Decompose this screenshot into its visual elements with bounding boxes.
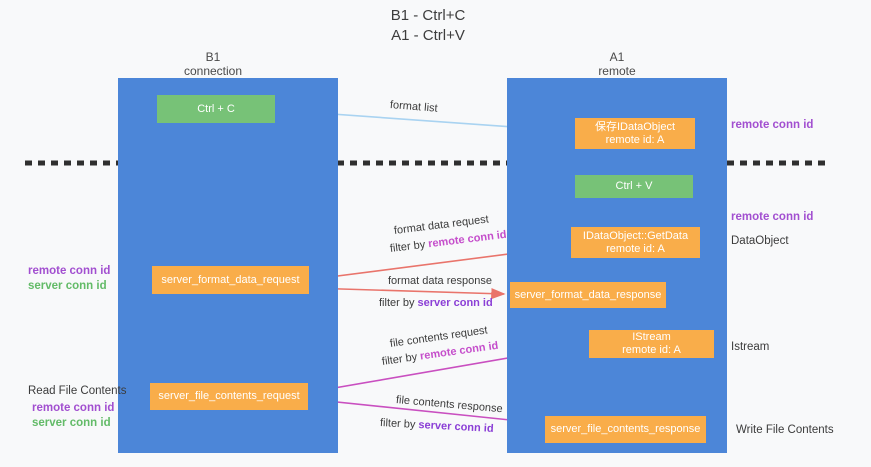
idataobject-getdata-box: IDataObject::GetData remote id: A bbox=[571, 227, 700, 258]
server-file-contents-request-label: server_file_contents_request bbox=[158, 390, 300, 402]
left-server-conn-id-label-2: server conn id bbox=[32, 417, 111, 429]
filter-by-text-1: filter by bbox=[389, 238, 429, 255]
left-server-conn-id-label-1: server conn id bbox=[28, 280, 107, 292]
server-format-data-request-box: server_format_data_request bbox=[152, 266, 309, 294]
istream-side-label: Istream bbox=[731, 341, 770, 353]
server-file-contents-response-label: server_file_contents_response bbox=[550, 423, 701, 435]
dataobject-label: DataObject bbox=[731, 235, 789, 247]
server-format-data-response-label: server_format_data_response bbox=[514, 288, 662, 301]
lane-b1-role: connection bbox=[183, 64, 243, 78]
ctrl-v-box: Ctrl + V bbox=[575, 175, 693, 198]
write-file-contents-label: Write File Contents bbox=[736, 424, 834, 436]
getdata-line1: IDataObject::GetData bbox=[582, 229, 689, 242]
ctrl-c-box: Ctrl + C bbox=[157, 95, 275, 123]
lane-b1-name: B1 bbox=[205, 50, 221, 64]
lane-header-b1: B1 connection bbox=[143, 50, 283, 78]
save-idataobject-box: 保存IDataObject remote id: A bbox=[575, 118, 695, 149]
save-idataobject-line1: 保存IDataObject bbox=[594, 120, 676, 133]
lane-a1-name: A1 bbox=[609, 50, 625, 64]
filter-by-text-4: filter by bbox=[379, 417, 419, 432]
file-contents-response-label: file contents response bbox=[395, 394, 504, 416]
save-idataobject-line2: remote id: A bbox=[605, 133, 665, 146]
server-file-contents-response-box: server_file_contents_response bbox=[545, 416, 706, 443]
right-remote-conn-id-label-1: remote conn id bbox=[731, 119, 814, 131]
server-format-data-response-box: server_format_data_response bbox=[510, 282, 666, 308]
format-list-label: format list bbox=[389, 99, 439, 115]
lane-header-a1: A1 remote bbox=[547, 50, 687, 78]
diagram-title: B1 - Ctrl+C A1 - Ctrl+V bbox=[278, 6, 578, 46]
left-remote-conn-id-label-1: remote conn id bbox=[28, 265, 111, 277]
server-conn-id-text-2: server conn id bbox=[418, 419, 494, 435]
left-remote-conn-id-label-2: remote conn id bbox=[32, 402, 115, 414]
getdata-line2: remote id: A bbox=[606, 242, 665, 255]
format-data-response-filter-label: filter by server conn id bbox=[379, 297, 493, 309]
title-line-1: B1 - Ctrl+C bbox=[390, 7, 466, 24]
server-file-contents-request-box: server_file_contents_request bbox=[150, 383, 308, 410]
remote-conn-id-text-1: remote conn id bbox=[427, 228, 508, 251]
ctrl-c-label: Ctrl + C bbox=[197, 102, 235, 115]
title-line-2: A1 - Ctrl+V bbox=[391, 27, 465, 44]
istream-box: IStream remote id: A bbox=[589, 330, 714, 358]
format-data-response-arrow bbox=[308, 287, 506, 300]
file-contents-response-filter-label: filter by server conn id bbox=[380, 417, 494, 435]
filter-by-text-3: filter by bbox=[381, 350, 421, 368]
right-remote-conn-id-label-2: remote conn id bbox=[731, 211, 814, 223]
filter-by-text-2: filter by bbox=[379, 297, 418, 309]
server-conn-id-text-1: server conn id bbox=[417, 297, 493, 309]
format-data-response-label: format data response bbox=[388, 275, 492, 287]
istream-line2: remote id: A bbox=[622, 344, 681, 356]
server-format-data-request-label: server_format_data_request bbox=[161, 273, 300, 286]
read-file-contents-label: Read File Contents bbox=[28, 385, 127, 397]
lane-a1-role: remote bbox=[598, 64, 636, 78]
ctrl-v-label: Ctrl + V bbox=[615, 180, 653, 192]
istream-line1: IStream bbox=[632, 331, 671, 343]
